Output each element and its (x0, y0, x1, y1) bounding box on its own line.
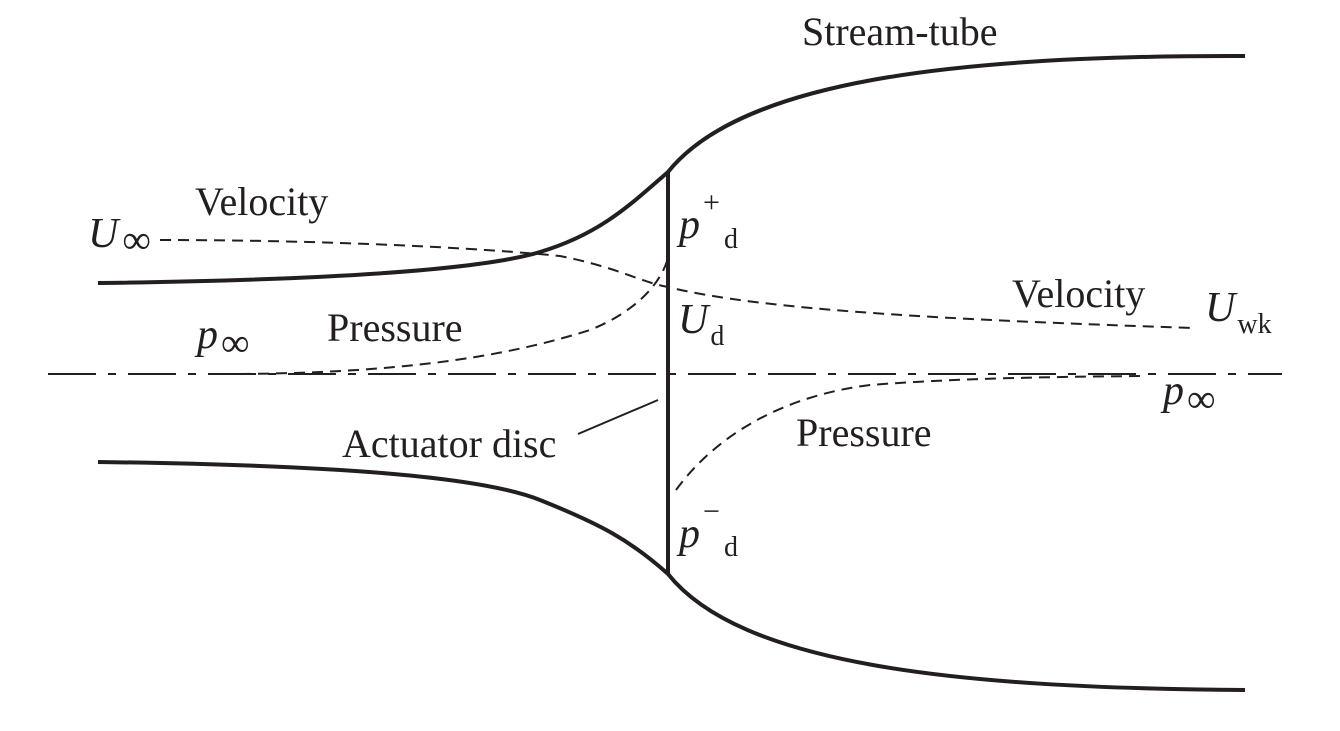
p-infinity-symbol-upstream: p∞ (194, 312, 250, 365)
p-d-plus-base: p (676, 202, 700, 248)
stream-tube-label: Stream-tube (802, 9, 998, 54)
p-d-minus-symbol: p − d (676, 495, 738, 563)
u-wake-symbol: Uwk (1205, 285, 1272, 340)
pressure-label-downstream: Pressure (796, 410, 932, 455)
p-d-plus-superscript: + (703, 186, 720, 219)
pressure-curve-downstream (675, 375, 1141, 491)
stream-tube-upper-boundary (97, 53, 1246, 285)
actuator-disc-label: Actuator disc (342, 421, 556, 466)
u-infinity-symbol: U∞ (88, 211, 151, 262)
p-d-minus-subscript: d (724, 532, 738, 563)
velocity-curve (159, 239, 1196, 329)
u-d-symbol: Ud (678, 297, 724, 352)
stream-tube-lower-boundary (97, 460, 1246, 692)
p-d-minus-base: p (676, 511, 700, 557)
p-d-plus-symbol: p + d (676, 186, 738, 255)
actuator-disc-leader (577, 399, 659, 435)
pressure-curve-upstream (221, 257, 669, 375)
pressure-label-upstream: Pressure (327, 305, 463, 350)
velocity-label-upstream: Velocity (195, 179, 328, 224)
p-d-plus-subscript: d (724, 224, 738, 255)
p-infinity-symbol-downstream: p∞ (1160, 368, 1216, 421)
velocity-label-downstream: Velocity (1012, 271, 1145, 316)
p-d-minus-superscript: − (703, 495, 720, 528)
